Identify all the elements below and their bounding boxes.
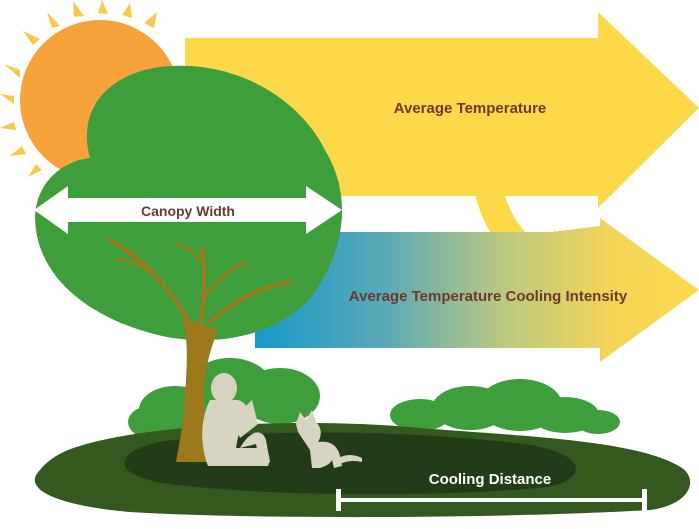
average-temperature-label: Average Temperature [394,100,547,117]
sun-rays [0,0,157,177]
canopy-width-arrow [34,186,342,234]
bush-icon-right [390,379,620,434]
dog-icon [296,410,362,468]
canopy-width-label: Canopy Width [141,203,235,219]
person-reading-icon [202,373,270,466]
shade-area [124,432,576,495]
tree-trunk [108,238,292,462]
cooling-intensity-label: Average Temperature Cooling Intensity [349,288,628,305]
cooling-intensity-arrow [255,218,699,362]
cooling-distance-label: Cooling Distance [429,471,552,488]
cooling-distance-bar [336,489,647,511]
